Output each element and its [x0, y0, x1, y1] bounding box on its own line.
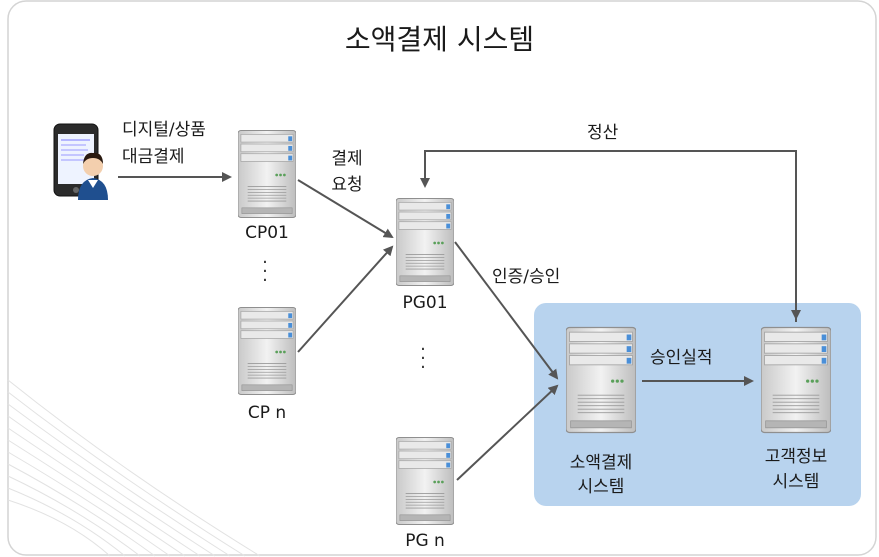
- node-label-micropay-line1: 소액결제: [569, 453, 633, 473]
- arrow-pg01-to-micropay: [454, 241, 559, 380]
- pg-ellipsis: ···: [420, 339, 426, 378]
- edge-label-settlement: 정산: [587, 123, 619, 143]
- decorative-swoosh: [7, 379, 261, 557]
- server-micropay-icon: [566, 326, 636, 434]
- user-label-line2: 대금결제: [122, 147, 185, 167]
- edge-label-request-line2: 요청: [331, 175, 363, 195]
- node-label-customer-line2: 시스템: [772, 472, 820, 492]
- server-pgn-icon: [396, 436, 454, 526]
- arrow-cpn-to-pg01: [297, 245, 394, 353]
- arrow-pgn-to-micropay: [456, 384, 559, 481]
- cp-ellipsis: ···: [262, 252, 268, 291]
- edge-label-auth: 인증/승인: [492, 267, 561, 287]
- node-label-pg01: PG01: [402, 293, 448, 313]
- server-customer-icon: [761, 326, 831, 434]
- arrow-cp01-to-pg01: [297, 179, 394, 239]
- edge-label-request-line1: 결제: [331, 149, 363, 169]
- server-cp01-icon: [238, 129, 296, 219]
- node-label-customer-line1: 고객정보: [764, 447, 828, 467]
- node-label-micropay-line2: 시스템: [577, 477, 625, 497]
- mobile-user-icon: [53, 123, 108, 200]
- user-label-line1: 디지털/상품: [122, 120, 206, 140]
- node-label-cpn: CP n: [247, 403, 287, 423]
- server-pg01-icon: [396, 197, 454, 287]
- server-cpn-icon: [238, 306, 296, 396]
- node-label-pgn: PG n: [405, 531, 445, 551]
- page-title: 소액결제 시스템: [344, 23, 535, 56]
- edge-label-approval-result: 승인실적: [650, 348, 713, 368]
- node-label-cp01: CP01: [245, 223, 289, 243]
